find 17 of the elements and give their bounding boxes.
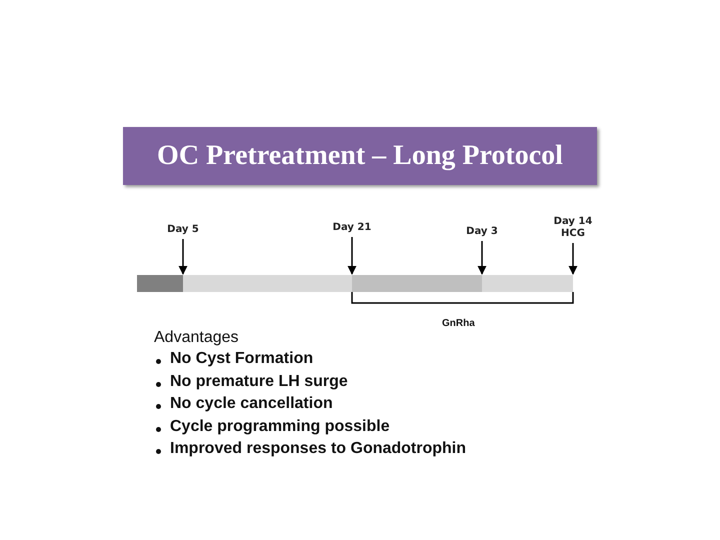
day-label: Day 21 (327, 222, 377, 234)
bullet-item: No premature LH surge (170, 372, 348, 390)
arrow (568, 243, 578, 275)
day-label: Day 5 (158, 224, 208, 236)
timeline-bar (137, 275, 573, 292)
bullet-item: No Cyst Formation (170, 350, 314, 368)
bracket-label: GnRha (442, 318, 475, 329)
bullet-item: Improved responses to Gonadotrophin (170, 440, 466, 458)
arrow (478, 241, 486, 275)
title-banner: OC Pretreatment – Long Protocol (123, 127, 597, 185)
arrow (348, 237, 356, 275)
bullet-item: Cycle programming possible (170, 418, 390, 436)
day-label: Day 3 (457, 226, 507, 238)
arrow (178, 239, 188, 275)
bullet-item: No cycle cancellation (170, 395, 333, 413)
day-label: Day 14 HCG (550, 216, 596, 240)
list-heading: Advantages (154, 329, 239, 347)
